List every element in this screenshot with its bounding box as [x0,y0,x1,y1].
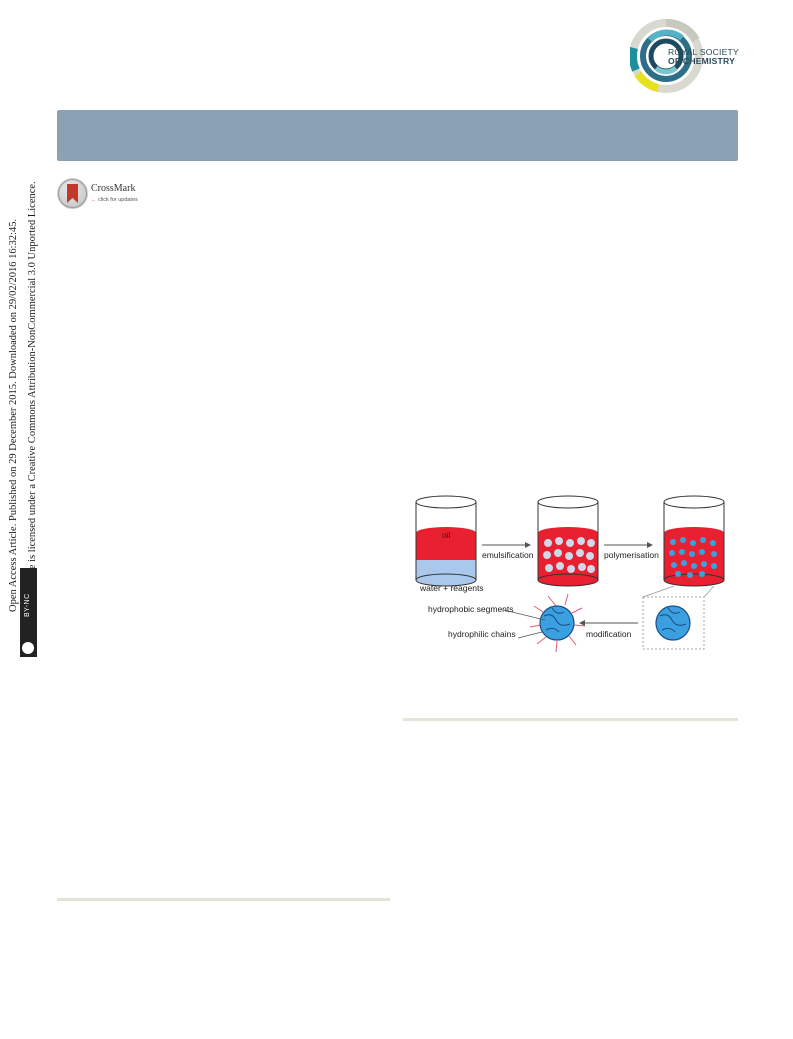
cc-icon [22,642,34,654]
crossmark-icon[interactable] [57,178,88,209]
crossmark-title[interactable]: CrossMark [91,183,135,194]
label-modification: modification [586,629,631,639]
particle-modified [530,594,585,652]
arrow-left-icon: ← [91,197,97,203]
emulsion-diagram [400,490,740,670]
label-hydrophobic-segments: hydrophobic segments [428,604,514,614]
label-polymerisation: polymerisation [604,550,659,560]
label-hydrophilic-chains: hydrophilic chains [448,629,516,639]
label-water-reagents: water + reagents [420,583,484,593]
license-line-published: Open Access Article. Published on 29 Dec… [8,219,19,612]
rsc-logo: ROYAL SOCIETY OF CHEMISTRY [630,18,742,94]
crossmark-subtitle-text: click for updates [98,197,138,203]
cc-badge-text: BY-NC [24,593,31,617]
logo-line-text: OF CHEMISTRY [668,56,735,66]
label-oil: oil [442,530,451,540]
beaker-2 [538,496,598,586]
header-banner [57,110,738,161]
beaker-1 [416,496,476,586]
crossmark-subtitle[interactable]: ← click for updates [91,197,138,203]
divider-left [57,898,390,901]
license-sidebar: Open Access Article. Published on 29 Dec… [0,0,60,700]
divider-right [403,718,738,721]
beaker-3 [664,496,724,586]
emulsion-figure: oil water + reagents emulsification poly… [400,490,740,670]
crossmark-widget[interactable]: CrossMark ← click for updates [57,178,147,212]
logo-line-of-chemistry: OF CHEMISTRY [668,56,735,66]
license-line-cc[interactable]: This article is licensed under a Creativ… [27,181,38,612]
cc-license-badge[interactable]: BY-NC [20,568,37,657]
label-emulsification: emulsification [482,550,534,560]
particle-zoomed [656,606,690,640]
